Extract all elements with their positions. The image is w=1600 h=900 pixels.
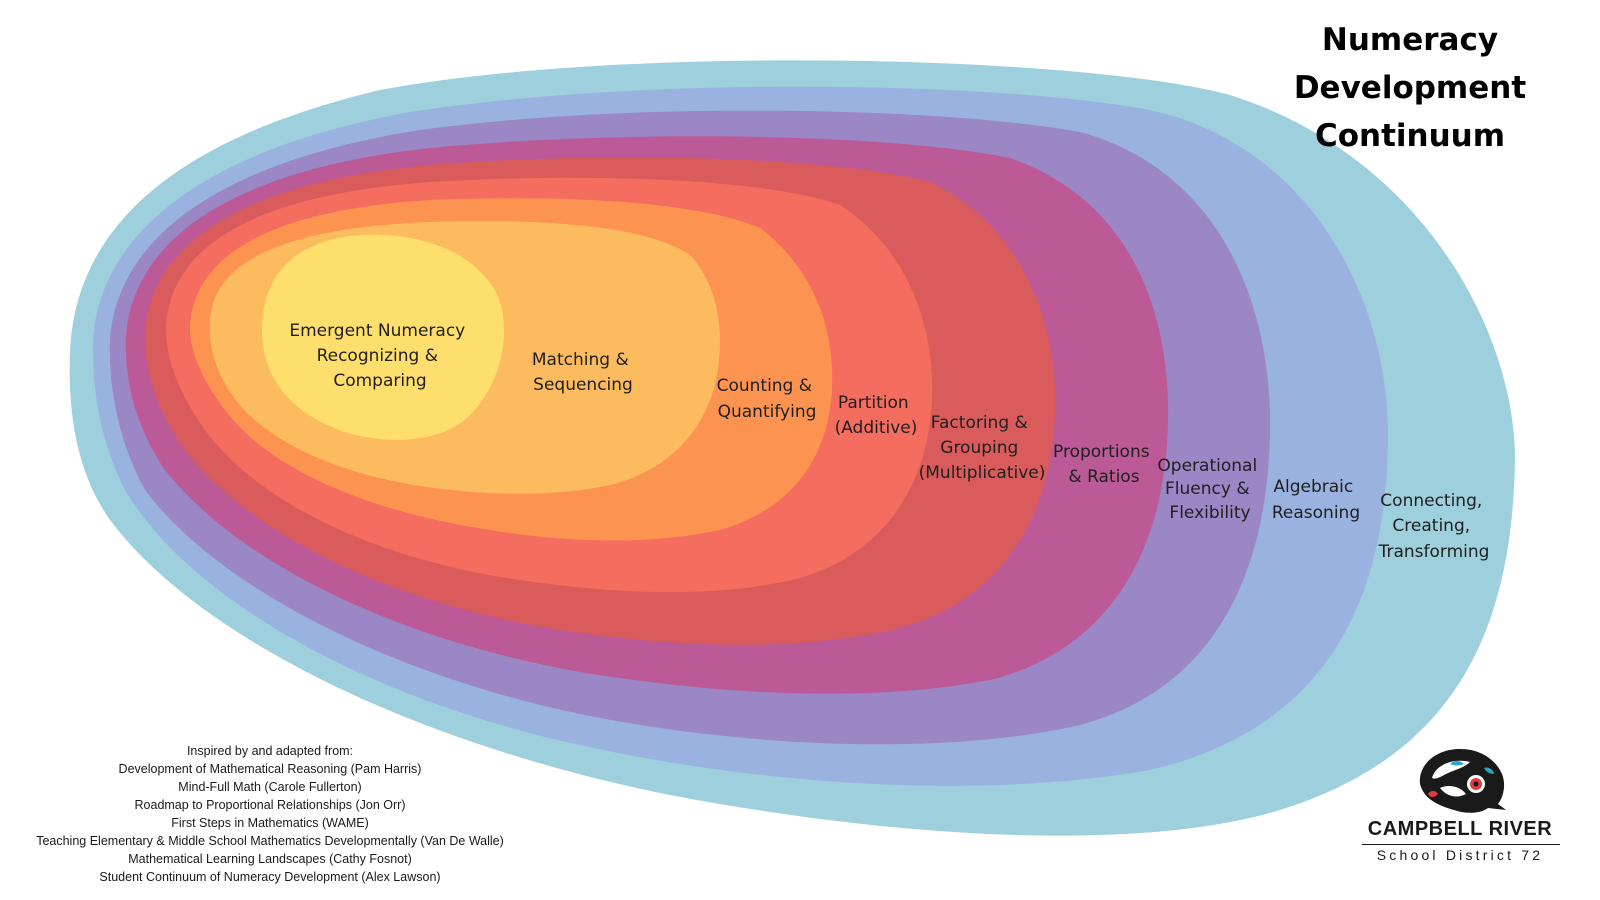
stage-label-partition: Partition (Additive) — [835, 393, 918, 438]
stage-label-emergent: Emergent Numeracy Recognizing & Comparin… — [289, 321, 470, 391]
credit-item: Roadmap to Proportional Relationships (J… — [134, 798, 406, 812]
district-name: CAMPBELL RIVER — [1367, 818, 1553, 840]
stage-label-algebraic: Algebraic Reasoning — [1272, 477, 1360, 523]
stage-label-proportions: Proportions & Ratios — [1053, 442, 1155, 487]
logo-divider — [1362, 844, 1560, 845]
title-line: Development — [1293, 70, 1527, 106]
stage-label-factoring: Factoring & Grouping (Multiplicative) — [919, 413, 1046, 483]
district-subtitle: School District 72 — [1376, 847, 1544, 863]
credit-item: First Steps in Mathematics (WAME) — [171, 816, 369, 830]
credit-item: Teaching Elementary & Middle School Math… — [36, 834, 504, 848]
credits-heading: Inspired by and adapted from: — [186, 744, 354, 758]
title-line: Continuum — [1314, 118, 1506, 154]
credits-list: Inspired by and adapted from: Developmen… — [10, 742, 530, 886]
district-logo: CAMPBELL RIVER School District 72 — [1360, 744, 1580, 874]
stage-label-matching: Matching & Sequencing — [532, 350, 634, 395]
page-title: Numeracy Development Continuum — [1250, 16, 1570, 160]
title-line: Numeracy — [1321, 22, 1499, 58]
credit-item: Development of Mathematical Reasoning (P… — [118, 762, 422, 776]
credit-item: Mathematical Learning Landscapes (Cathy … — [128, 852, 412, 866]
stage-region-emergent — [262, 234, 505, 440]
stage-label-connecting: Connecting, Creating, Transforming — [1378, 491, 1490, 562]
orca-icon — [1419, 748, 1506, 813]
stage-label-counting: Counting & Quantifying — [717, 376, 818, 422]
credit-item: Student Continuum of Numeracy Developmen… — [99, 870, 441, 884]
stage-label-operational: Operational Fluency & Flexibility — [1157, 456, 1262, 523]
credit-item: Mind-Full Math (Carole Fullerton) — [178, 780, 362, 794]
